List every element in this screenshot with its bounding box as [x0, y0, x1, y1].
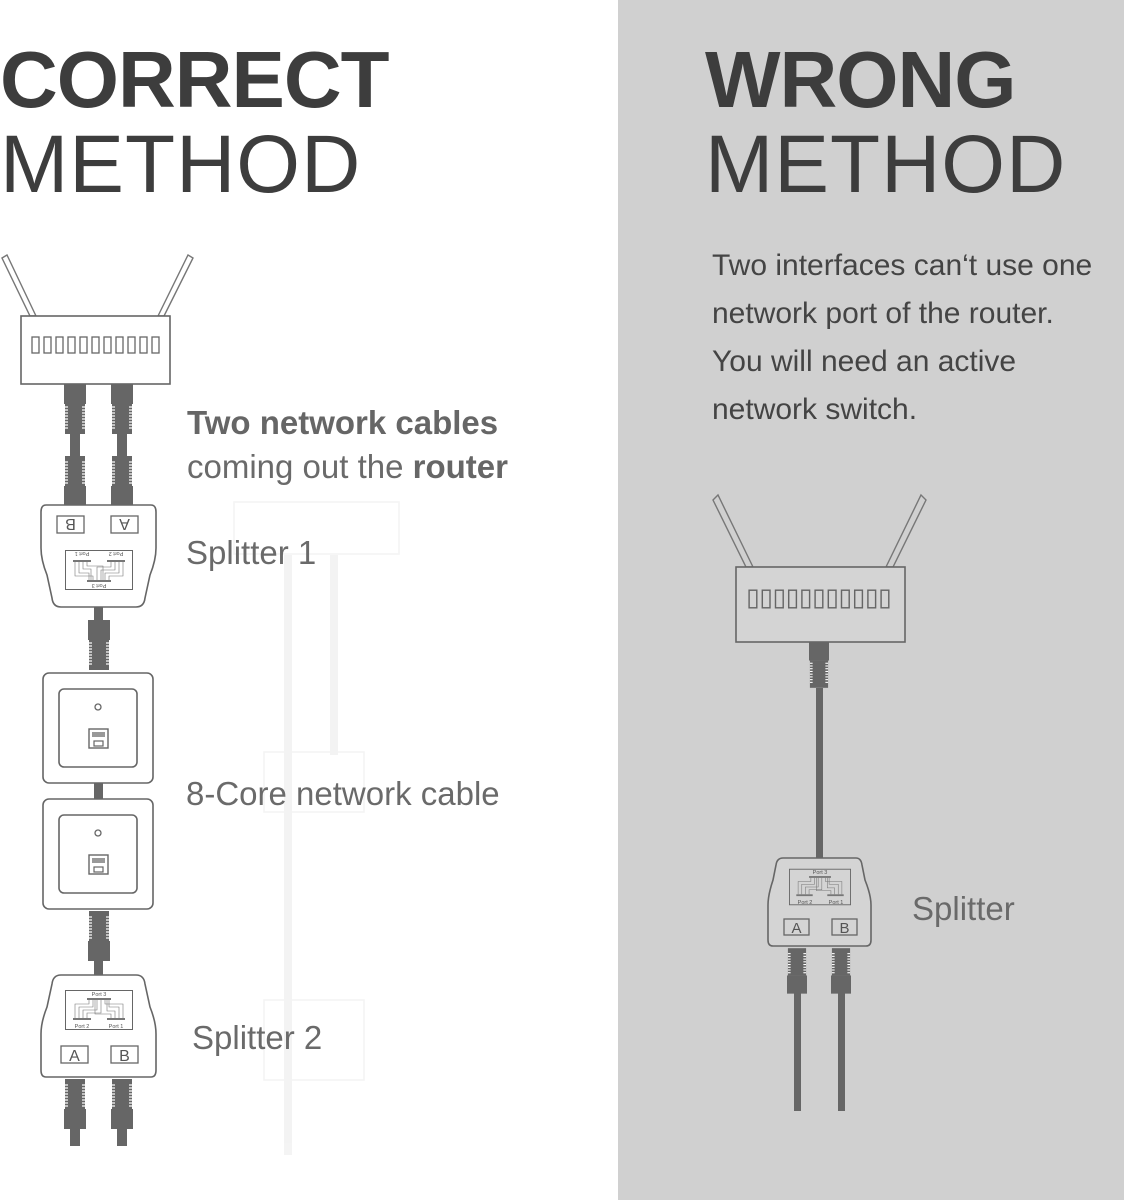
- correct-subheading: METHOD: [0, 119, 362, 210]
- correct-heading: CORRECT: [0, 35, 390, 124]
- wrong-description: Two interfaces can‘t use one network por…: [712, 249, 1093, 426]
- ghost-diagram: [233, 501, 400, 1155]
- port-3-label: Port 3: [813, 870, 828, 876]
- wrong-heading: WRONG: [705, 35, 1017, 124]
- splitter-2: Port 3 Port 2 Port 1 A B: [40, 974, 157, 1078]
- router-word: router: [412, 448, 508, 485]
- splitter-1-label: Splitter 1: [186, 534, 317, 571]
- port-b-label: B: [839, 920, 849, 937]
- cables-label-bold: Two network cables: [187, 404, 499, 441]
- port-a-label: A: [791, 920, 801, 937]
- wrong-subheading: METHOD: [705, 119, 1067, 210]
- router-right: [712, 493, 927, 643]
- splitter-label: Splitter: [912, 890, 1015, 927]
- wall-socket-2: [42, 798, 154, 910]
- port-a-label: A: [69, 1048, 80, 1065]
- wall-socket-1: [42, 672, 154, 784]
- antenna-icon: [712, 493, 927, 568]
- port-b-label: B: [65, 515, 76, 532]
- port-a-label: A: [119, 515, 130, 532]
- antenna-icon: [1, 254, 194, 317]
- splitter-2-label: Splitter 2: [192, 1019, 323, 1056]
- cables-label-prefix: coming out the: [187, 448, 413, 485]
- port-b-label: B: [119, 1048, 130, 1065]
- router-left: [1, 254, 194, 385]
- port-2-label: Port 2: [109, 550, 124, 556]
- splitter-right: Port 3 Port 2 Port 1 A B: [767, 857, 872, 947]
- port-1-label: Port 1: [829, 900, 844, 906]
- port-1-label: Port 1: [75, 550, 90, 556]
- port-3-label: Port 3: [92, 582, 107, 588]
- port-2-label: Port 2: [75, 1024, 90, 1030]
- splitter-1: B A Port 3 Port 2 Port 1: [40, 504, 157, 608]
- cables-label-line2: coming out the router: [187, 448, 508, 486]
- cable-label: 8-Core network cable: [186, 775, 500, 812]
- port-3-label: Port 3: [92, 992, 107, 998]
- cables-label: Two network cables: [187, 404, 498, 442]
- port-2-label: Port 2: [798, 900, 813, 906]
- router-cables: [64, 384, 133, 506]
- port-1-label: Port 1: [109, 1024, 124, 1030]
